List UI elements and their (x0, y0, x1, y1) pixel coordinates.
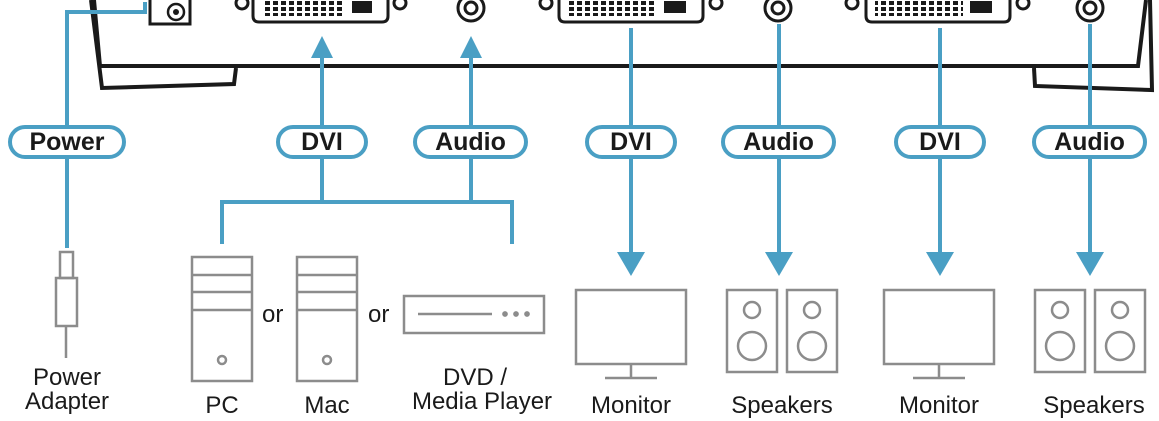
dvi-output-arrow-icon-1 (617, 252, 645, 276)
audio-output-label-1: Audio (721, 125, 836, 159)
audio-output-jack-1 (763, 0, 793, 23)
audio-input-arrow-icon (460, 36, 482, 58)
power-connection-label: Power (8, 125, 126, 159)
dvd-player-icon (402, 294, 546, 335)
mac-label: Mac (304, 392, 350, 419)
power-adapter-label-line1: Power (32, 364, 102, 391)
dvi-output-port-1 (538, 0, 724, 24)
mac-tower-icon (295, 255, 359, 383)
monitor-icon-2 (882, 288, 996, 380)
speakers-label-1: Speakers (731, 392, 833, 419)
dvi-input-arrow-icon (311, 36, 333, 58)
audio-output-arrow-icon-1 (765, 252, 793, 276)
audio-output-label-2: Audio (1032, 125, 1147, 159)
dvi-output-arrow-icon-2 (926, 252, 954, 276)
monitor-icon-1 (574, 288, 688, 380)
or-connector-1: or (262, 301, 284, 328)
pc-label: PC (205, 392, 239, 419)
power-adapter-icon (54, 250, 79, 358)
speakers-label-2: Speakers (1043, 392, 1145, 419)
dvd-label-line1: DVD / (442, 364, 507, 391)
monitor-label-1: Monitor (590, 392, 672, 419)
audio-output-arrow-icon-2 (1076, 252, 1104, 276)
monitor-label-2: Monitor (898, 392, 980, 419)
dvd-label-line2: Media Player (411, 388, 553, 415)
audio-input-label: Audio (413, 125, 528, 159)
or-connector-2: or (368, 301, 390, 328)
source-bus-line (220, 200, 514, 244)
dvi-output-label-2: DVI (894, 125, 986, 159)
speakers-icon-1 (725, 288, 839, 374)
pc-tower-icon (190, 255, 254, 383)
splitter-unit (89, 0, 1155, 93)
audio-output-jack-2 (1075, 0, 1105, 23)
power-jack (148, 0, 192, 26)
dvi-input-label: DVI (276, 125, 368, 159)
dvi-input-port (234, 0, 408, 24)
devices (54, 250, 1147, 383)
speakers-icon-2 (1033, 288, 1147, 374)
power-adapter-label-line2: Adapter (24, 388, 110, 415)
audio-input-jack (456, 0, 486, 23)
arrowheads (311, 36, 1104, 276)
dvi-output-label-1: DVI (585, 125, 677, 159)
dvi-output-port-2 (844, 0, 1031, 24)
